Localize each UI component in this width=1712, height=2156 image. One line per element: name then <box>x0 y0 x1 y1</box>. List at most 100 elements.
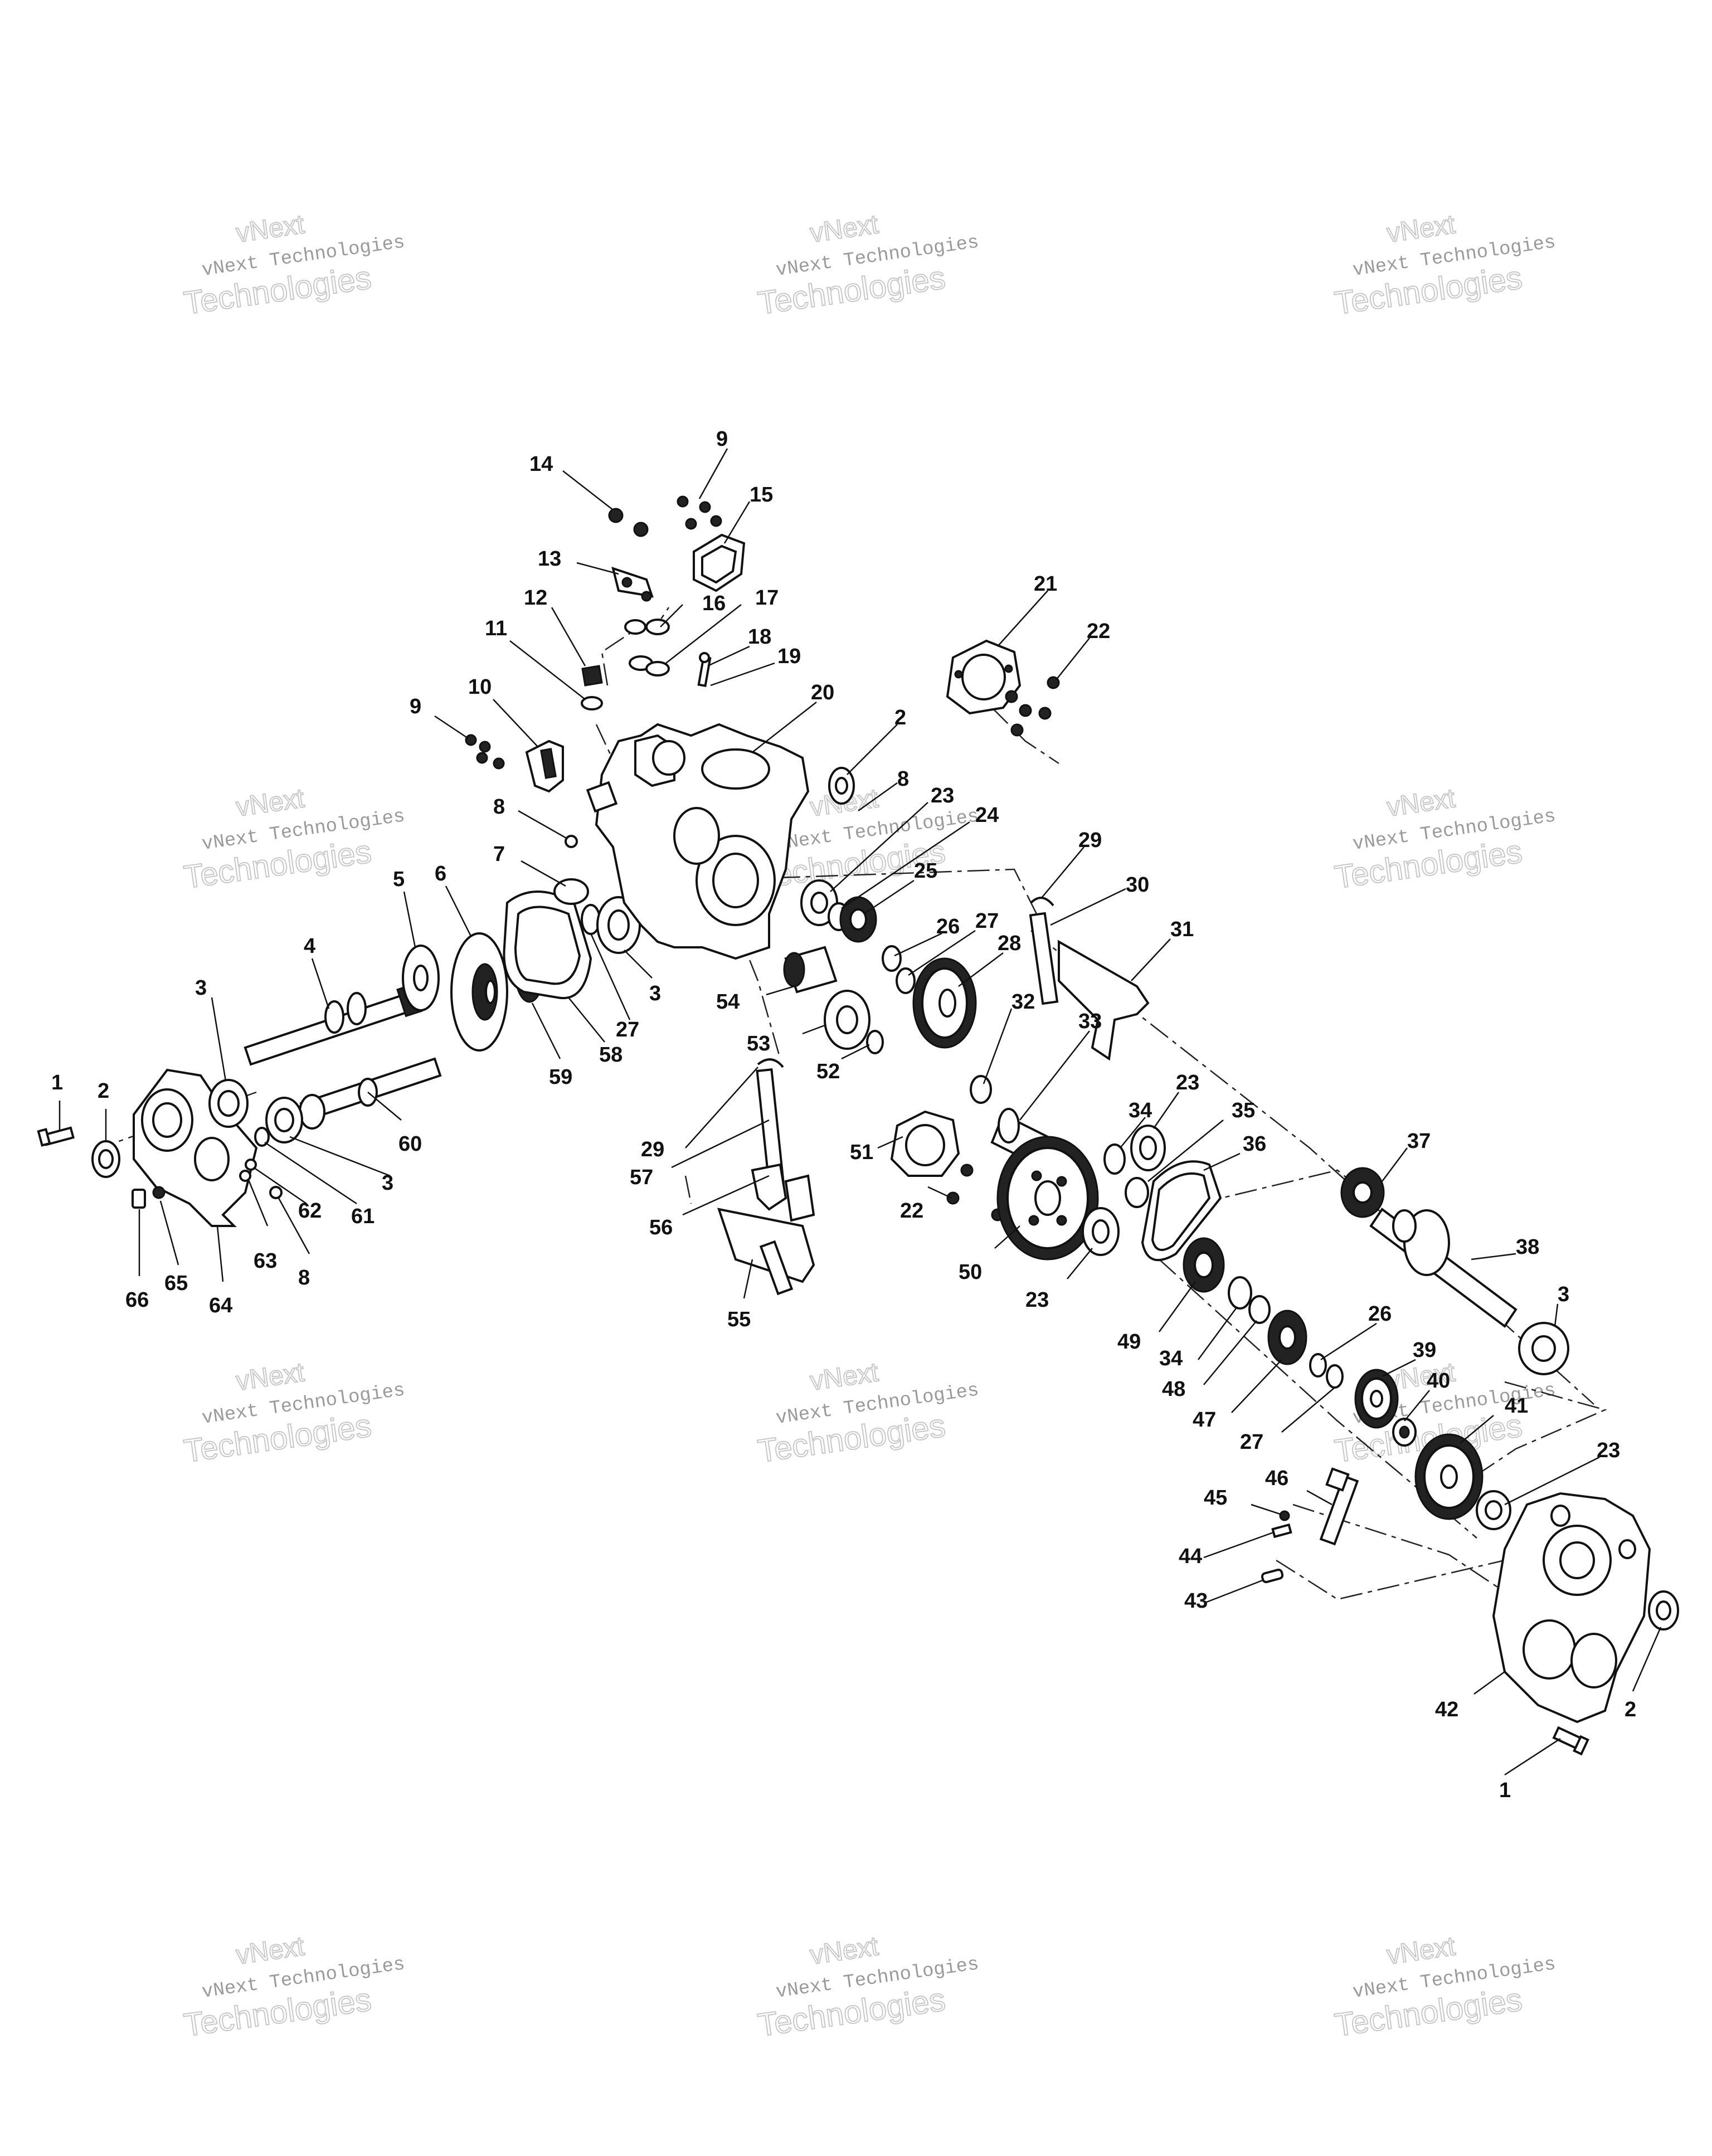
watermark-line0: vNext <box>234 210 306 249</box>
washer-65 <box>152 1186 166 1199</box>
watermark: vNext vNext Technologies Technologies <box>1332 209 1557 322</box>
watermark: vNext vNext Technologies Technologies <box>755 209 980 322</box>
callout-23: 23 <box>931 784 954 807</box>
ring-32 <box>970 1075 992 1104</box>
bolts-9-top <box>677 495 722 530</box>
watermark: vNext vNext Technologies Technologies <box>181 1931 406 2044</box>
hub-40 <box>1392 1418 1417 1447</box>
shift-rod-30 <box>1029 912 1059 1005</box>
bearing-3-left-inner <box>217 1090 240 1117</box>
ring-48 <box>1248 1295 1271 1324</box>
ball-45 <box>1279 1510 1290 1521</box>
seal-left-inner <box>98 1149 114 1169</box>
callout-33: 33 <box>1078 1010 1102 1033</box>
ring-17b <box>645 661 670 677</box>
plug-12 <box>581 665 603 687</box>
callout-27: 27 <box>975 909 999 933</box>
watermark-line0: vNext <box>1385 210 1457 249</box>
bolts-22-top <box>1005 676 1060 737</box>
callout-19: 19 <box>777 645 801 668</box>
plug-66 <box>132 1189 146 1209</box>
callout-66: 66 <box>125 1288 149 1312</box>
callout-8: 8 <box>493 795 505 819</box>
callout-5: 5 <box>393 868 405 891</box>
bearing-23-a-inner <box>810 892 828 914</box>
centerline <box>702 868 1043 926</box>
pin-46 <box>1319 1467 1359 1546</box>
shift-fork-55 <box>717 1208 815 1296</box>
callout-7: 7 <box>493 843 505 866</box>
callout-39: 39 <box>1413 1339 1436 1362</box>
callout-14: 14 <box>529 452 553 476</box>
callout-36: 36 <box>1243 1132 1266 1156</box>
bearing-3-lower-inner <box>274 1108 294 1132</box>
shaft-4 <box>244 983 423 1066</box>
shaft-54 <box>783 946 838 994</box>
watermark: vNext vNext Technologies Technologies <box>755 1931 980 2044</box>
callout-29: 29 <box>1078 829 1102 852</box>
plate-51 <box>890 1110 960 1177</box>
callout-45: 45 <box>1204 1486 1227 1510</box>
bearing-53 <box>824 990 870 1050</box>
callout-8: 8 <box>298 1266 310 1289</box>
bolts-9-left <box>465 734 505 770</box>
callout-41: 41 <box>1505 1394 1528 1418</box>
watermark-line0: vNext <box>808 210 880 249</box>
right-end-cover-42 <box>1492 1492 1651 1724</box>
leader-lines <box>59 448 1662 1776</box>
centerline <box>1465 1381 1607 1483</box>
gear-25 <box>839 896 877 943</box>
sprocket-5 <box>402 945 440 1011</box>
callout-9: 9 <box>410 695 421 718</box>
watermark: vNext vNext Technologies Technologies <box>181 1357 406 1470</box>
callout-60: 60 <box>398 1132 422 1156</box>
seal-2-top-inner <box>835 777 848 795</box>
callout-62: 62 <box>298 1199 322 1223</box>
callout-3: 3 <box>649 982 661 1005</box>
callout-1: 1 <box>1499 1779 1511 1802</box>
seal-2-right-inner <box>1656 1600 1671 1620</box>
callout-50: 50 <box>959 1260 982 1284</box>
callout-56: 56 <box>649 1216 673 1239</box>
watermark-line0: vNext <box>234 783 306 823</box>
callout-28: 28 <box>998 932 1021 955</box>
centerline <box>1276 1559 1505 1600</box>
callout-25: 25 <box>914 859 937 883</box>
ring-16 <box>624 619 646 635</box>
shift-fork-31 <box>1058 940 1150 1061</box>
cover-15 <box>693 533 746 592</box>
watermark-line0: vNext <box>1385 783 1457 823</box>
ring-27-b <box>1326 1364 1344 1389</box>
callout-18: 18 <box>748 625 771 649</box>
callout-54: 54 <box>716 990 740 1014</box>
clip-29-lower <box>757 1058 784 1068</box>
callout-42: 42 <box>1435 1698 1458 1721</box>
callout-17: 17 <box>755 586 779 610</box>
left-end-cover <box>133 1068 258 1227</box>
ring-34-a <box>1103 1143 1126 1175</box>
callout-2: 2 <box>98 1079 109 1103</box>
watermark-line0: vNext <box>808 1931 880 1970</box>
nut-14a <box>608 508 624 523</box>
centerline <box>684 1175 692 1204</box>
gear-37 <box>1340 1167 1385 1218</box>
main-housing-20 <box>586 723 810 960</box>
sprocket-28 <box>912 957 977 1049</box>
callout-53: 53 <box>747 1032 770 1055</box>
callout-46: 46 <box>1265 1467 1288 1490</box>
gear-41 <box>1414 1433 1484 1520</box>
parts-group <box>37 495 1679 1756</box>
bearing-23-b-inner <box>1092 1219 1110 1244</box>
callout-30: 30 <box>1126 873 1149 897</box>
ring-26-a <box>882 945 902 972</box>
chain-58 <box>503 890 592 1000</box>
centerline <box>1292 1503 1516 1600</box>
callout-57: 57 <box>630 1166 653 1189</box>
callout-31: 31 <box>1170 918 1194 941</box>
callout-58: 58 <box>599 1043 622 1067</box>
watermark: vNext vNext Technologies Technologies <box>181 209 406 322</box>
callout-2: 2 <box>1625 1698 1636 1721</box>
centerline <box>991 707 1059 765</box>
ring-34-b <box>1228 1276 1252 1310</box>
